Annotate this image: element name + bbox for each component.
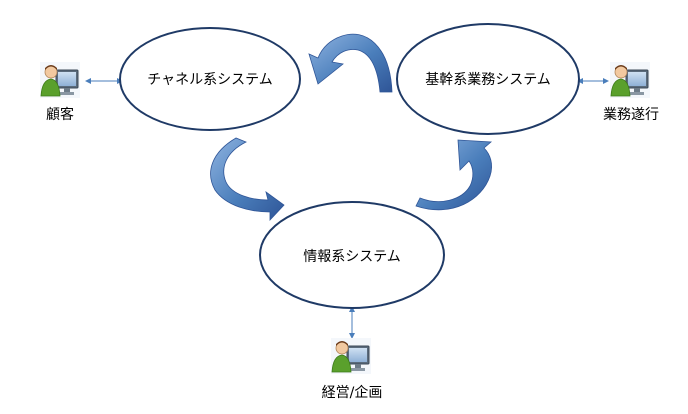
user-at-computer-icon <box>39 61 81 99</box>
user-at-computer-icon <box>330 337 372 375</box>
management-user: 経営/企画 <box>322 337 383 401</box>
info-to-core-arrow <box>415 139 493 211</box>
user-at-computer-icon <box>609 61 651 99</box>
info-system-label: 情報系システム <box>303 249 401 265</box>
core-system-label: 基幹系業務システム <box>425 71 551 88</box>
channel-system-label: チャネル系システム <box>147 72 272 88</box>
customer-user: 顧客 <box>39 61 81 123</box>
management-label: 経営/企画 <box>322 384 383 401</box>
operations-user: 業務遂行 <box>603 61 659 123</box>
operations-label: 業務遂行 <box>603 107 659 123</box>
channel-to-info-arrow <box>210 137 285 222</box>
core-system-node: 基幹系業務システム <box>396 23 580 135</box>
channel-system-node: チャネル系システム <box>119 27 301 131</box>
core-to-channel-arrow <box>308 33 393 93</box>
info-system-node: 情報系システム <box>259 201 445 309</box>
customer-label: 顧客 <box>46 106 74 123</box>
